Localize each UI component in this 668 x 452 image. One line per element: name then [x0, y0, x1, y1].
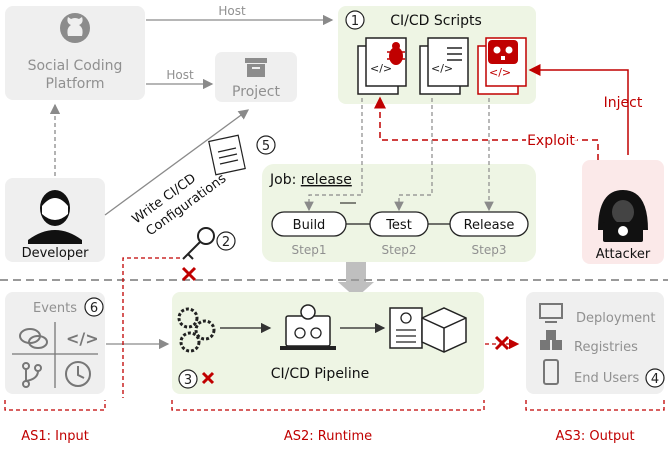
package-icon — [421, 307, 467, 353]
as2-bracket — [171, 400, 485, 411]
key-leak-line — [122, 257, 180, 398]
code-icon: </> — [370, 62, 392, 75]
monitor-icon — [539, 303, 563, 323]
number-badge-2-label: 2 — [222, 235, 230, 250]
svg-text:</>: </> — [431, 62, 453, 75]
project-box: Project — [215, 52, 297, 102]
developer-icon — [28, 190, 82, 244]
script-doc-plain: </> — [419, 37, 469, 95]
key-icon — [182, 227, 215, 260]
platform-label-line1: Social Coding — [28, 58, 123, 74]
output-deployment: Deployment — [576, 311, 656, 326]
developer-label: Developer — [22, 246, 90, 261]
code-icon-events: </> — [66, 329, 99, 348]
branch-icon — [22, 362, 42, 388]
number-badge-4-label: 4 — [651, 372, 659, 387]
step-release-label: Release — [464, 218, 515, 233]
attacker-box: Attacker — [582, 160, 664, 264]
laptop-gear-icon — [280, 304, 336, 350]
output-registries: Registries — [574, 340, 638, 355]
write-config-arrow — [104, 109, 250, 216]
number-badge-6-label: 6 — [90, 301, 98, 316]
developer-box: Developer — [5, 178, 105, 262]
script-to-test-arrow — [394, 98, 433, 212]
pipeline-box: CI/CD Pipeline 3 — [172, 292, 484, 394]
number-badge-6 — [84, 297, 104, 317]
step-release-sub: Step3 — [472, 243, 507, 257]
gears-icon — [177, 307, 216, 353]
step-build-label: Build — [293, 218, 326, 233]
as3-bracket — [525, 400, 665, 411]
skull-icon — [488, 40, 518, 64]
phone-icon — [543, 359, 559, 385]
number-badge-3-label: 3 — [184, 373, 192, 388]
as3-label: AS3: Output — [555, 429, 634, 444]
exploit-label: Exploit — [527, 133, 575, 149]
events-box: Events 6 </> — [5, 292, 105, 394]
number-badge-4 — [645, 368, 665, 388]
attacker-icon — [598, 190, 648, 242]
pipeline-title: CI/CD Pipeline — [271, 366, 369, 382]
output-end-users: End Users — [574, 371, 639, 386]
cicd-scripts-box: 1 CI/CD Scripts </> </> < — [338, 6, 536, 104]
step-test-sub: Step2 — [382, 243, 417, 257]
inject-label: Inject — [604, 95, 643, 111]
social-coding-platform-box: Social Coding Platform — [5, 6, 145, 100]
as1-bracket — [4, 400, 106, 411]
step-test — [369, 211, 429, 237]
events-title: Events — [33, 301, 77, 316]
host-label-scripts: Host — [218, 4, 246, 18]
github-icon — [60, 13, 90, 43]
exploit-arrow — [374, 96, 599, 160]
bug-icon — [387, 42, 405, 65]
script-to-build-arrow — [304, 98, 363, 212]
attacker-label: Attacker — [596, 247, 651, 262]
host-label-project: Host — [166, 68, 194, 82]
step-build — [271, 211, 347, 237]
job-prefix: Job: release — [269, 172, 352, 188]
step-build-sub: Step1 — [292, 243, 327, 257]
platform-label-line2: Platform — [45, 76, 104, 92]
step-release — [449, 211, 529, 237]
script-doc-malicious: </> — [477, 37, 527, 95]
cubes-icon — [540, 330, 562, 350]
number-badge-5-label: 5 — [262, 139, 270, 154]
job-box: Job: release Build Step1 Test Step2 Rele… — [262, 164, 536, 262]
scripts-title: CI/CD Scripts — [390, 13, 482, 29]
as1-label: AS1: Input — [21, 429, 89, 444]
box-icon — [245, 58, 267, 77]
step-test-label: Test — [385, 218, 412, 233]
number-badge-2 — [216, 231, 236, 251]
script-doc-bug: </> — [357, 37, 407, 95]
svg-text:</>: </> — [489, 66, 511, 79]
inject-arrow — [528, 64, 629, 155]
number-badge-5 — [256, 135, 276, 155]
number-badge-3 — [178, 369, 198, 389]
project-label: Project — [232, 84, 280, 100]
as2-label: AS2: Runtime — [284, 429, 372, 444]
output-box: Deployment Registries End Users 4 — [526, 292, 665, 394]
red-x-icon — [181, 266, 510, 385]
config-file-icon — [208, 134, 246, 176]
number-badge-1-label: 1 — [351, 14, 359, 29]
comment-icon — [19, 328, 48, 349]
number-badge-1 — [345, 10, 365, 30]
clock-icon — [65, 361, 91, 387]
document-icon — [389, 307, 423, 349]
